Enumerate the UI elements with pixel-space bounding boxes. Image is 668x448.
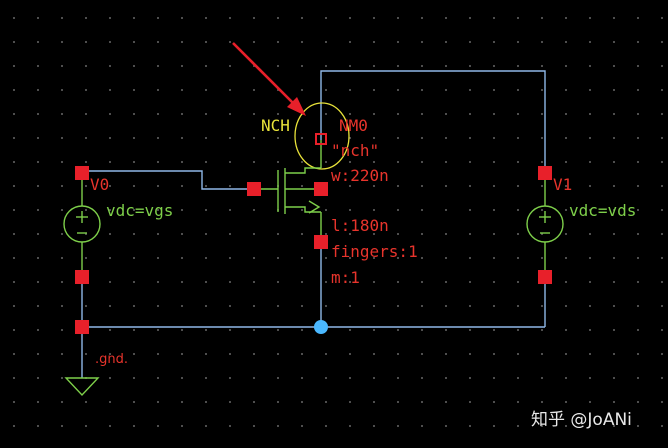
transistor-multiplier: m:1: [331, 268, 360, 287]
v0-name: V0: [90, 175, 109, 194]
ground-icon[interactable]: [64, 377, 100, 397]
v1-name: V1: [553, 175, 572, 194]
pins: [75, 166, 552, 334]
source-stub: [285, 206, 321, 213]
transistor-fingers: fingers:1: [331, 242, 418, 261]
pin-gnd[interactable]: [75, 320, 89, 334]
ground-label: .gnd.: [95, 352, 128, 367]
transistor-model-name: "nch": [331, 141, 379, 160]
ground-triangle: [64, 377, 100, 397]
transistor-length: l:180n: [331, 216, 389, 235]
source-arrow: [308, 200, 321, 214]
wire-drain-to-v1[interactable]: [320, 70, 546, 173]
pin-body[interactable]: [314, 182, 328, 196]
drain-stub: [285, 167, 321, 174]
pin-v1-minus[interactable]: [538, 270, 552, 284]
transistor-model-label: NCH: [261, 116, 290, 135]
transistor-instance-name: NM0: [339, 116, 368, 135]
transistor-width: w:220n: [331, 166, 389, 185]
pin-v0-minus[interactable]: [75, 270, 89, 284]
junction-dot-icon[interactable]: [314, 320, 328, 334]
arrow-pointer-icon: [232, 42, 306, 116]
pin-v0-plus[interactable]: [75, 166, 89, 180]
v0-value: vdc=vgs: [106, 201, 173, 220]
pin-drain[interactable]: [315, 133, 327, 145]
pin-source[interactable]: [314, 235, 328, 249]
watermark: 知乎 @JoANi: [531, 410, 632, 430]
v1-value: vdc=vds: [569, 201, 636, 220]
transistor-selection-outline: [294, 102, 350, 170]
pin-gate[interactable]: [247, 182, 261, 196]
pin-v1-plus[interactable]: [538, 166, 552, 180]
wires: [81, 70, 546, 378]
